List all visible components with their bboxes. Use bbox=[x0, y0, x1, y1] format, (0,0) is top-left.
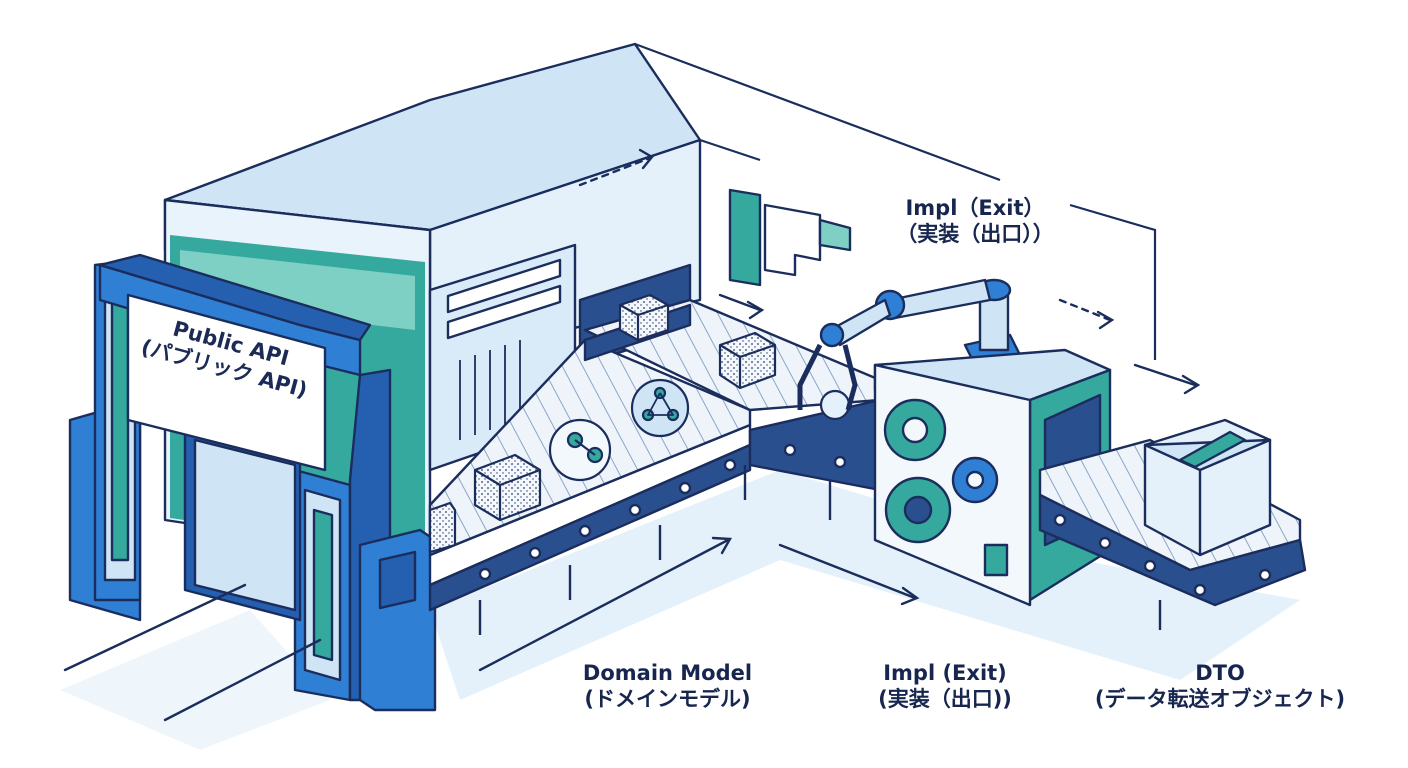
entrance-gate bbox=[68, 253, 437, 712]
arrow-icon bbox=[718, 293, 765, 320]
label-impl-bottom-en: Impl (Exit) bbox=[883, 661, 1007, 685]
data-cube-3 bbox=[618, 293, 670, 342]
gear-icon-1 bbox=[883, 398, 947, 462]
label-dto-en: DTO bbox=[1195, 661, 1245, 685]
arrow-icon bbox=[1058, 298, 1115, 330]
dto-package bbox=[1143, 418, 1272, 557]
label-impl-top: Impl（Exit） （実装（出口）） bbox=[880, 195, 1070, 248]
model-sphere-2 bbox=[630, 378, 690, 438]
label-domain-model: Domain Model (ドメインモデル) bbox=[560, 660, 775, 713]
label-dto: DTO (データ転送オブジェクト) bbox=[1055, 660, 1385, 713]
label-impl-bottom-ja: (実装（出口)) bbox=[878, 687, 1012, 712]
model-sphere-3 bbox=[819, 389, 851, 421]
data-cube-1 bbox=[473, 453, 542, 522]
data-cube-4 bbox=[428, 501, 457, 554]
flow-outline bbox=[634, 42, 1157, 360]
label-impl-top-en: Impl（Exit） bbox=[905, 196, 1045, 220]
flow-arrows bbox=[63, 148, 1201, 722]
arrow-icon bbox=[778, 543, 920, 606]
label-domain-model-en: Domain Model bbox=[582, 661, 753, 685]
arrow-icon bbox=[1133, 363, 1201, 395]
belt-items bbox=[428, 293, 851, 554]
public-api-sign bbox=[126, 293, 327, 472]
data-cube-2 bbox=[718, 331, 777, 390]
arrow-icon bbox=[578, 148, 654, 187]
model-sphere-1 bbox=[548, 418, 612, 482]
floor-shadow bbox=[60, 470, 1300, 750]
processing-machine bbox=[873, 348, 1112, 607]
label-impl-bottom: Impl (Exit) (実装（出口)) bbox=[850, 660, 1040, 713]
label-dto-ja: (データ転送オブジェクト) bbox=[1094, 687, 1346, 712]
label-domain-model-ja: (ドメインモデル) bbox=[584, 687, 751, 712]
arrow-icon bbox=[478, 536, 733, 672]
gear-icon-3 bbox=[951, 456, 999, 504]
gear-icon-2 bbox=[884, 476, 952, 544]
label-impl-top-ja: （実装（出口）） bbox=[896, 222, 1054, 247]
